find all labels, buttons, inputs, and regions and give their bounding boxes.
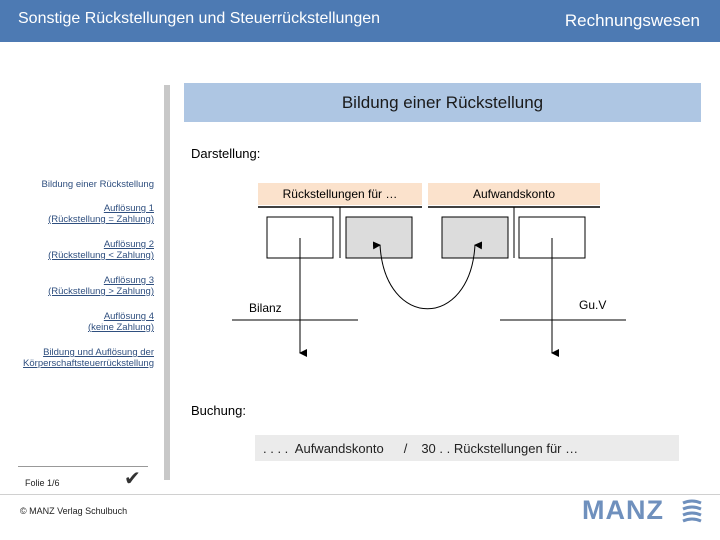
nav-item-aufloesung-3[interactable]: Auflösung 3 (Rückstellung > Zahlung) <box>48 275 154 297</box>
nav-item-sublabel: (Rückstellung < Zahlung) <box>48 250 154 261</box>
nav-item-label: Auflösung 1 <box>103 203 154 214</box>
page-title: Bildung einer Rückstellung <box>184 83 701 122</box>
nav-item-label: Bildung und Auflösung der <box>43 347 154 358</box>
header-title: Sonstige Rückstellungen und Steuerrückst… <box>18 10 381 27</box>
buchung-credit: 30 . . Rückstellungen für … <box>421 440 579 456</box>
nav-item-bildung[interactable]: Bildung einer Rückstellung <box>42 179 154 190</box>
nav-item-sublabel: Körperschaftsteuerrückstellung <box>23 358 154 369</box>
nav-item-sublabel: (keine Zahlung) <box>87 322 154 333</box>
account-head-label: Aufwandskonto <box>472 187 556 201</box>
manz-logo-mark-icon <box>682 499 702 523</box>
nav-item-aufloesung-1[interactable]: Auflösung 1 (Rückstellung = Zahlung) <box>48 203 154 225</box>
guv-label: Gu.V <box>579 298 607 312</box>
header-bar: Sonstige Rückstellungen und Steuerrückst… <box>0 0 720 42</box>
nav-item-label: Auflösung 2 <box>103 239 154 250</box>
checkmark-icon[interactable]: ✔ <box>124 468 141 490</box>
nav-item-koerperschaftsteuer[interactable]: Bildung und Auflösung der Körperschaftst… <box>23 347 154 369</box>
nav-item-label: Auflösung 3 <box>103 275 154 286</box>
nav-item-sublabel: (Rückstellung = Zahlung) <box>48 214 154 225</box>
slide-counter: Folie 1/6 <box>25 478 60 488</box>
bottom-divider <box>0 494 720 495</box>
buchung-separator: / <box>403 440 408 456</box>
nav-item-sublabel: (Rückstellung > Zahlung) <box>48 286 154 297</box>
copyright: © MANZ Verlag Schulbuch <box>20 506 128 516</box>
buchung-debit: . . . . Aufwandskonto <box>263 440 384 456</box>
nav-item-label: Auflösung 4 <box>103 311 154 322</box>
nav-item-aufloesung-2[interactable]: Auflösung 2 (Rückstellung < Zahlung) <box>48 239 154 261</box>
buchung-entry: . . . . Aufwandskonto / 30 . . Rückstell… <box>255 435 679 461</box>
nav-item-aufloesung-4[interactable]: Auflösung 4 (keine Zahlung) <box>88 311 154 333</box>
booking-arc <box>372 241 483 310</box>
box-rueckstellungen-haben <box>345 216 413 259</box>
account-head-label: Rückstellungen für … <box>282 187 398 201</box>
footer-divider <box>18 466 148 467</box>
account-head-rueckstellungen: Rückstellungen für … <box>258 183 422 205</box>
bilanz-label: Bilanz <box>249 301 282 315</box>
sidebar-divider <box>164 85 170 480</box>
account-head-aufwand: Aufwandskonto <box>428 183 600 205</box>
page-title-text: Bildung einer Rückstellung <box>341 92 544 112</box>
manz-logo: MANZ <box>582 495 664 525</box>
nav-item-label: Bildung einer Rückstellung <box>41 179 154 190</box>
darstellung-label: Darstellung: <box>191 146 261 161</box>
buchung-label: Buchung: <box>191 403 246 418</box>
box-aufwand-soll <box>441 216 509 259</box>
header-section: Rechnungswesen <box>564 11 700 30</box>
